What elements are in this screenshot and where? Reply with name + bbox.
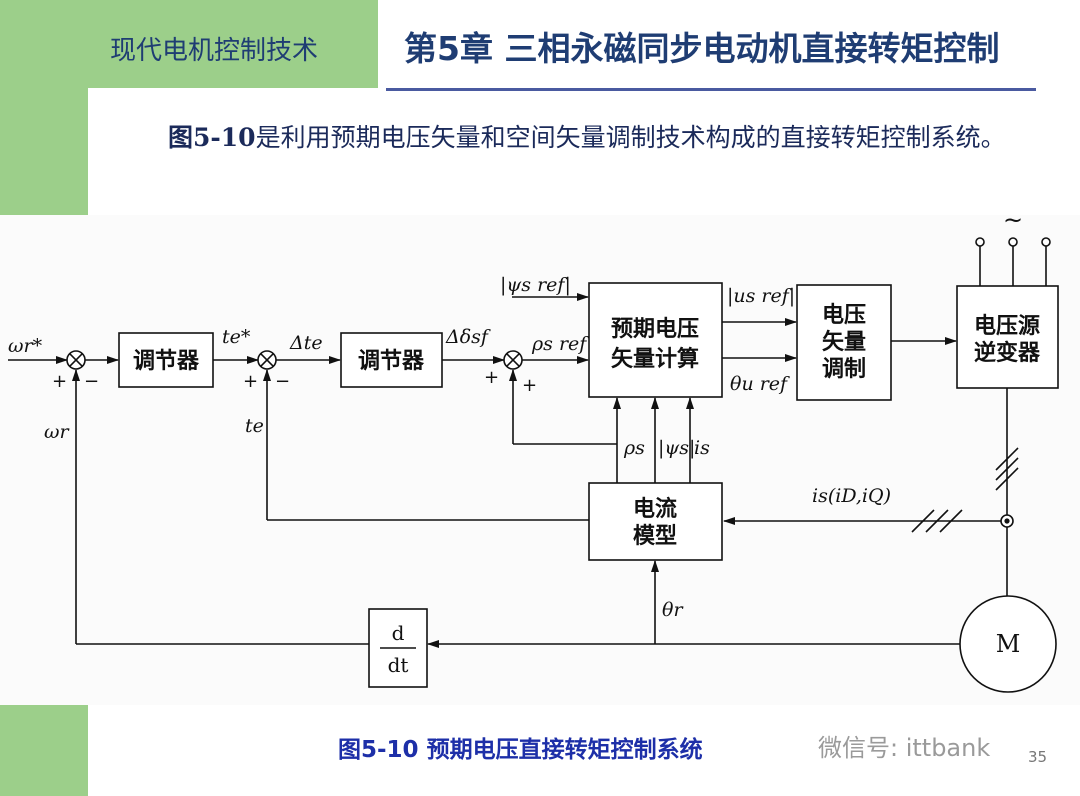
signal-omega-ref: ωr* bbox=[8, 335, 43, 357]
intro-paragraph: 图5-10是利用预期电压矢量和空间矢量调制技术构成的直接转矩控制系统。 bbox=[108, 112, 1048, 164]
signal-delta-delta-sf: Δδsf bbox=[445, 326, 491, 348]
intro-text: 是利用预期电压矢量和空间矢量调制技术构成的直接转矩控制系统。 bbox=[255, 123, 1006, 152]
sum1-plus-sign: + bbox=[52, 371, 67, 392]
course-title: 现代电机控制技术 bbox=[110, 36, 319, 66]
signal-theta-u-ref: θu ref bbox=[730, 373, 790, 395]
signal-psi-s-ref: |ψs ref| bbox=[500, 274, 571, 296]
torque-regulator-block bbox=[340, 332, 443, 388]
chapter-title: 第5章 三相永磁同步电动机直接转矩控制 bbox=[404, 29, 1000, 68]
voltage-calc-label-2: 矢量计算 bbox=[611, 346, 699, 372]
signal-te: te bbox=[245, 415, 264, 437]
figure-caption: 图5-10 预期电压直接转矩控制系统 bbox=[338, 737, 703, 763]
ac-supply-symbol: ~ bbox=[1003, 206, 1023, 234]
side-accent-band bbox=[0, 88, 88, 218]
inverter-label-2: 逆变器 bbox=[974, 340, 1041, 366]
signal-theta-r: θr bbox=[662, 599, 684, 621]
summing-junction-torque bbox=[257, 350, 277, 370]
sum3-plus-left-sign: + bbox=[484, 367, 499, 388]
motor-label: M bbox=[996, 630, 1021, 658]
title-divider bbox=[386, 88, 1036, 91]
derivative-numerator: d bbox=[392, 621, 405, 645]
signal-delta-te: Δte bbox=[289, 332, 323, 354]
derivative-denominator: dt bbox=[388, 653, 409, 677]
sum3-plus-bottom-sign: + bbox=[522, 375, 537, 396]
current-model-label-2: 模型 bbox=[633, 524, 677, 549]
torque-regulator-label: 调节器 bbox=[358, 349, 425, 374]
svm-label-1: 电压 bbox=[822, 303, 866, 328]
current-model-block bbox=[588, 482, 723, 561]
voltage-vector-calc-block bbox=[588, 282, 723, 398]
signal-psi-s: |ψs| bbox=[658, 437, 695, 459]
current-feedback-slash-marks bbox=[911, 509, 963, 533]
summing-junction-angle bbox=[503, 350, 523, 370]
svm-block bbox=[796, 284, 892, 401]
inverter-label-1: 电压源 bbox=[974, 314, 1040, 339]
signal-rho-s: ρs bbox=[623, 437, 645, 459]
signal-i-s: is bbox=[694, 437, 710, 459]
figure-reference: 图5-10 bbox=[168, 123, 256, 152]
signal-te-ref: te* bbox=[222, 326, 251, 348]
voltage-calc-label-1: 预期电压 bbox=[611, 317, 699, 342]
signal-u-s-ref: |us ref| bbox=[727, 285, 795, 307]
ac-supply-terminals bbox=[975, 237, 1051, 286]
inverter-block bbox=[956, 285, 1059, 389]
signal-omega-r: ωr bbox=[44, 421, 70, 443]
summing-junction-speed bbox=[66, 350, 86, 370]
sum1-minus-sign: − bbox=[84, 371, 99, 392]
wechat-watermark: 微信号: ittbank bbox=[818, 734, 991, 762]
speed-regulator-label: 调节器 bbox=[133, 349, 200, 374]
current-model-label-1: 电流 bbox=[633, 496, 677, 522]
three-phase-slash-marks bbox=[995, 447, 1019, 491]
content-card bbox=[88, 92, 1080, 222]
header-accent-band bbox=[0, 0, 378, 88]
sum2-plus-sign: + bbox=[243, 371, 258, 392]
signal-rho-s-ref: ρs ref bbox=[531, 333, 589, 355]
sum2-minus-sign: − bbox=[275, 371, 290, 392]
page-number: 35 bbox=[1028, 748, 1048, 766]
svm-label-2: 矢量 bbox=[822, 329, 866, 355]
svm-label-3: 调制 bbox=[822, 357, 866, 382]
footer-accent-band bbox=[0, 700, 88, 796]
signal-i-s-dq: is(iD,iQ) bbox=[812, 485, 891, 507]
